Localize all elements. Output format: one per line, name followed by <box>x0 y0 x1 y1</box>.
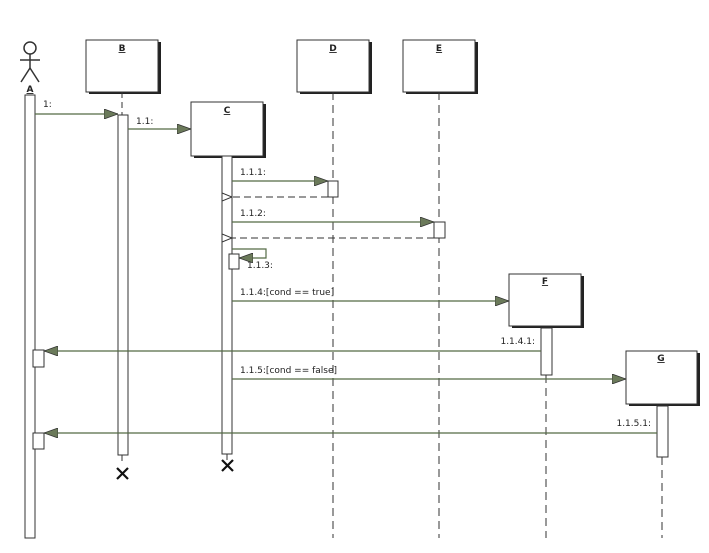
object-c[interactable]: C <box>190 101 266 158</box>
actor-head-icon <box>23 41 37 55</box>
message-1-1-5[interactable]: 1.1.5:[cond == false] <box>232 366 626 379</box>
message-1-1-3[interactable]: 1.1.3: <box>232 248 273 271</box>
message-1-1-4[interactable]: 1.1.4:[cond == true] <box>232 288 509 301</box>
object-g-activation <box>656 405 669 458</box>
message-1-1-1[interactable]: 1.1.1: <box>232 168 328 181</box>
object-d-name: D <box>329 44 336 54</box>
object-c-box <box>190 101 264 157</box>
object-e-name: E <box>436 44 442 54</box>
actor-a-activation <box>24 94 36 539</box>
message-1-1-5-1-label: 1.1.5.1: <box>616 419 651 429</box>
message-1-1-1-label: 1.1.1: <box>240 168 266 178</box>
message-1-1-3-label: 1.1.3: <box>247 261 273 271</box>
object-e[interactable]: E <box>402 39 478 94</box>
object-e-activation <box>433 221 446 239</box>
object-c-self-activation <box>228 253 240 270</box>
object-g-name: G <box>657 354 664 364</box>
message-1-1-2[interactable]: 1.1.2: <box>232 209 434 222</box>
object-b-box <box>85 39 159 93</box>
object-b-activation <box>117 114 129 456</box>
object-c-name: C <box>224 106 231 116</box>
actor-name: A <box>27 85 34 95</box>
message-1-1-4-1[interactable]: 1.1.4.1: <box>44 337 541 351</box>
message-1-1-5-1[interactable]: 1.1.5.1: <box>44 419 657 433</box>
object-c-destroy-icon <box>221 459 234 472</box>
object-g-box <box>625 350 698 405</box>
object-f-name: F <box>542 277 548 287</box>
object-f-box <box>508 273 582 327</box>
actor-a-return-activation-2 <box>32 432 45 450</box>
message-1-1[interactable]: 1.1: <box>128 117 191 129</box>
actor-a-return-activation-1 <box>32 349 45 368</box>
object-b[interactable]: B <box>85 39 161 94</box>
object-g[interactable]: G <box>625 350 700 406</box>
object-b-destroy-icon <box>116 467 129 480</box>
message-1[interactable]: 1: <box>35 100 118 114</box>
object-b-name: B <box>119 44 126 54</box>
message-1-1-2-label: 1.1.2: <box>240 209 266 219</box>
object-f-activation <box>540 327 553 376</box>
object-d[interactable]: D <box>296 39 372 94</box>
object-c-activation <box>221 155 233 455</box>
message-1-1-label: 1.1: <box>136 117 153 127</box>
message-1-1-5-label: 1.1.5:[cond == false] <box>240 366 337 376</box>
message-1-1-4-1-label: 1.1.4.1: <box>500 337 535 347</box>
actor-a[interactable]: A <box>20 41 40 95</box>
message-1-1-4-label: 1.1.4:[cond == true] <box>240 288 334 298</box>
object-e-box <box>402 39 476 93</box>
object-d-activation <box>327 180 339 198</box>
message-1-label: 1: <box>43 100 52 110</box>
object-f[interactable]: F <box>508 273 584 328</box>
